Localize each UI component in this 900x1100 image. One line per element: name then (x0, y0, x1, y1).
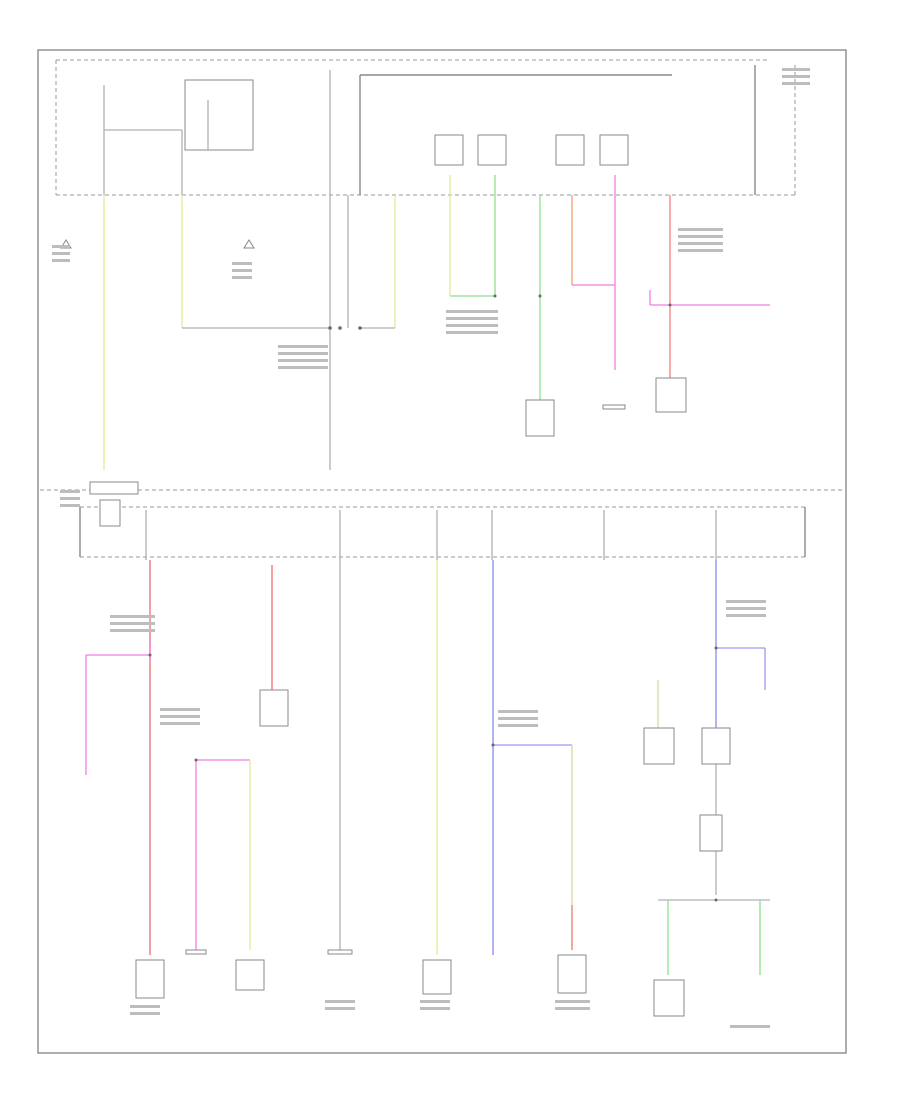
component-17 (185, 949, 207, 955)
component-14 (422, 959, 452, 995)
component-15 (557, 954, 587, 994)
component-12 (135, 959, 165, 999)
component-18 (327, 949, 353, 955)
fuse-main (99, 499, 121, 527)
component-7 (602, 404, 626, 410)
diagram-border (37, 49, 847, 1054)
component-5 (525, 399, 555, 437)
component-4 (599, 134, 629, 166)
faint-labels (52, 68, 810, 1028)
top-fuse-box (55, 59, 796, 196)
component-8 (259, 689, 289, 727)
ground-symbol (243, 239, 255, 249)
component-2 (477, 134, 507, 166)
component-6 (655, 377, 687, 413)
junction-box (89, 481, 139, 495)
component-16 (653, 979, 685, 1017)
component-10 (701, 727, 731, 765)
component-3 (555, 134, 585, 166)
bottom-wires (85, 560, 770, 975)
component-9 (643, 727, 675, 765)
top-wires (103, 175, 770, 470)
bottom-components (135, 689, 731, 1017)
component-13 (235, 959, 265, 991)
middle-fuses (145, 510, 717, 560)
component-1 (434, 134, 464, 166)
component-11 (699, 814, 723, 852)
relay-box (184, 79, 254, 151)
